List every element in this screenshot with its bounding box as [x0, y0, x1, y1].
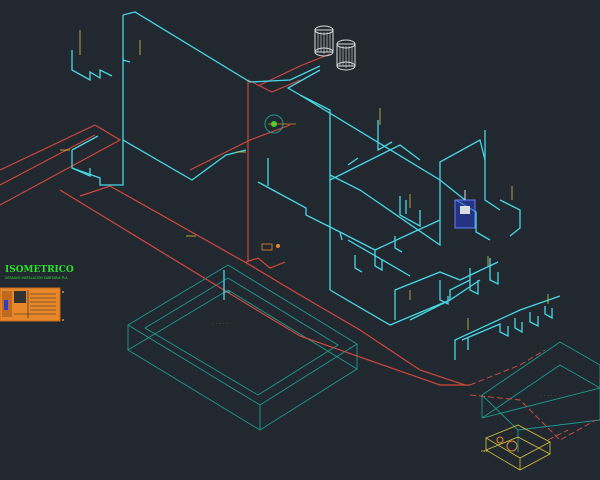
drawing-title: ISOMETRICO	[5, 265, 74, 275]
heater-1	[314, 25, 334, 57]
valve-symbol	[264, 114, 296, 134]
pump-enclosure: PUMP	[481, 424, 551, 471]
cistern-tank: · · · · · ·	[127, 264, 358, 431]
title-block: ISOMETRICO DESAGUE INSTALACION SANITARIA…	[5, 265, 74, 280]
drain-lines	[0, 53, 597, 441]
svg-text:PUMP: PUMP	[481, 449, 488, 453]
meter-device	[261, 243, 280, 251]
drawing-subtitle: DESAGUE INSTALACION SANITARIA PLA	[5, 276, 68, 280]
pump-unit	[454, 190, 476, 229]
secondary-tank: · · · · ·	[481, 341, 600, 452]
water-heaters	[314, 25, 356, 71]
svg-text:· · · · · ·: · · · · · ·	[212, 321, 232, 325]
svg-text:· · · · ·: · · · · ·	[540, 393, 556, 397]
legend-block	[0, 287, 64, 322]
dimension-annotations	[60, 30, 549, 330]
water-supply-lines	[71, 11, 561, 360]
heater-2	[336, 39, 356, 71]
